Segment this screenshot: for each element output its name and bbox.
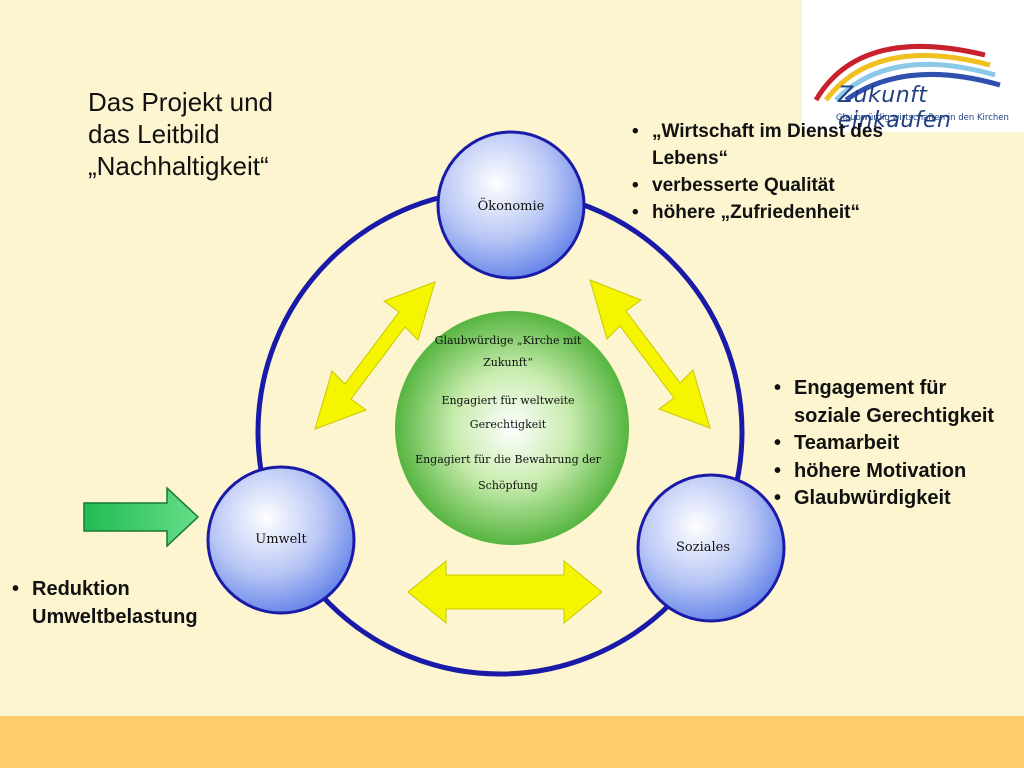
list-item: Reduktion Umweltbelastung: [10, 576, 250, 631]
center-line-1: Glaubwürdige „Kirche mit: [435, 334, 582, 347]
center-line-5: Engagiert für die Bewahrung der: [415, 453, 602, 466]
node-oekonomie: [436, 130, 586, 280]
double-arrow-left: [314, 281, 436, 430]
list-item: Glaubwürdigkeit: [772, 485, 1012, 513]
center-circle: [395, 311, 629, 545]
center-line-4: Gerechtigkeit: [470, 418, 547, 431]
center-line-3: Engagiert für weltweite: [441, 394, 574, 407]
center-line-2: Zukunft“: [483, 356, 533, 369]
bullet-list-oekonomie: „Wirtschaft im Dienst des Lebens“ verbes…: [630, 118, 950, 226]
node-label-left: Umwelt: [255, 532, 307, 547]
double-arrow-bottom: [407, 559, 603, 625]
bottom-band: [0, 716, 1024, 768]
double-arrow-right: [589, 279, 711, 429]
node-label-right: Soziales: [676, 540, 730, 555]
list-item: Engagement für soziale Gerechtigkeit: [772, 375, 1012, 430]
list-item: Teamarbeit: [772, 430, 1012, 458]
bullet-list-umwelt: Reduktion Umweltbelastung: [10, 576, 250, 631]
slide-title: Das Projekt und das Leitbild „Nachhaltig…: [88, 87, 273, 181]
bullet-list-soziales: Engagement für soziale Gerechtigkeit Tea…: [772, 375, 1012, 513]
list-item: verbesserte Qualität: [630, 172, 950, 199]
list-item: höhere „Zufriedenheit“: [630, 199, 950, 226]
list-item: „Wirtschaft im Dienst des Lebens“: [630, 118, 950, 172]
logo-rainbow-icon: [813, 43, 1001, 103]
list-item: höhere Motivation: [772, 458, 1012, 486]
node-soziales: [636, 473, 786, 623]
input-arrow: [83, 486, 200, 548]
center-line-6: Schöpfung: [478, 479, 538, 492]
node-label-top: Ökonomie: [478, 197, 545, 214]
